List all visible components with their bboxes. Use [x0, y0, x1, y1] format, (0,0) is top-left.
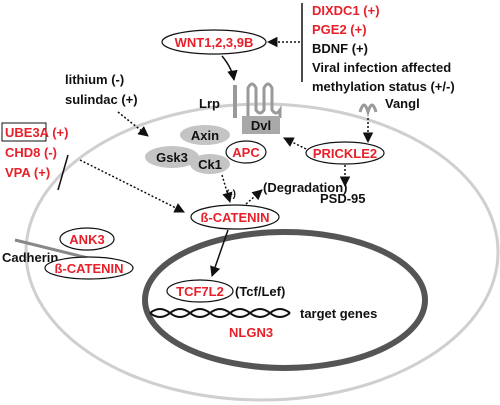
prickle2-label: PRICKLE2 — [313, 146, 377, 161]
tcf-lef-label: (Tcf/Lef) — [235, 284, 285, 299]
ank3-label: ANK3 — [69, 232, 104, 247]
tcf7l2-node — [166, 279, 234, 303]
nlgn3-label: NLGN3 — [229, 325, 273, 340]
adhesion-beta-catenin-label: ß-CATENIN — [54, 261, 123, 276]
psd95-label: PSD-95 — [320, 191, 366, 206]
apc-node — [225, 140, 267, 164]
adhesion-beta-catenin-node — [44, 256, 134, 280]
beta-catenin-node — [190, 204, 280, 230]
frizzled-receptor — [246, 82, 282, 118]
regulators-top-right: DIXDC1 (+) PGE2 (+) BDNF (+) Viral infec… — [312, 3, 455, 94]
regulator-bdnf: BDNF (+) — [312, 41, 368, 56]
gsk3-label: Gsk3 — [156, 150, 188, 165]
cadherin-line — [14, 238, 89, 260]
left-regulators-bracket — [57, 154, 69, 191]
degradation-label: (Degradation) — [263, 180, 348, 195]
dvl-label: Dvl — [251, 118, 271, 133]
vangl-receptor — [358, 103, 378, 118]
left-regulators-to-catenin-arrow — [79, 159, 185, 213]
drug-sulindac: sulindac (+) — [65, 92, 138, 107]
nucleus — [142, 229, 428, 371]
ank3-node — [59, 227, 115, 251]
axin-label: Axin — [191, 128, 219, 143]
catenin-to-tcf-arrow — [210, 229, 229, 277]
beta-catenin-label: ß-CATENIN — [200, 210, 269, 225]
regulator-viral-infection: Viral infection affected — [312, 60, 451, 75]
drugs-to-gsk3-arrow — [117, 111, 149, 137]
cell-membrane — [24, 102, 500, 402]
prickle-to-dvl-arrow — [283, 137, 307, 150]
axin-node — [180, 125, 230, 145]
regulator-dixdc1: DIXDC1 (+) — [312, 3, 380, 18]
wnt-label: WNT1,2,3,9B — [175, 35, 254, 50]
catenin-to-degradation-arrow — [245, 189, 263, 205]
ck1-node — [190, 154, 230, 174]
drug-lithium: lithium (-) — [65, 72, 124, 87]
dna-helix — [149, 308, 291, 318]
regulator-vpa: VPA (+) — [5, 165, 50, 180]
wnt-to-lrp-arrow — [221, 55, 238, 82]
cadherin-label: Cadherin — [2, 250, 58, 265]
vangl-label: Vangl — [385, 96, 420, 111]
tcf7l2-label: TCF7L2 — [176, 284, 224, 299]
regulator-ube3a: UBE3A (+) — [5, 125, 68, 140]
target-genes-label: target genes — [300, 306, 377, 321]
ube3a-box — [1, 122, 47, 142]
wnt-node — [161, 29, 267, 55]
regulator-chd8: CHD8 (-) — [5, 145, 57, 160]
degradation-sign: (-) — [226, 189, 236, 200]
dvl-box — [242, 116, 280, 134]
lrp-label: Lrp — [199, 96, 220, 111]
complex-to-catenin-arrow — [221, 174, 233, 204]
prickle2-node — [305, 141, 385, 165]
regulator-pge2: PGE2 (+) — [312, 22, 367, 37]
gsk3-node — [145, 146, 199, 168]
ck1-label: Ck1 — [198, 157, 222, 172]
regulator-methylation: methylation status (+/-) — [312, 79, 455, 94]
apc-label: APC — [232, 145, 260, 160]
